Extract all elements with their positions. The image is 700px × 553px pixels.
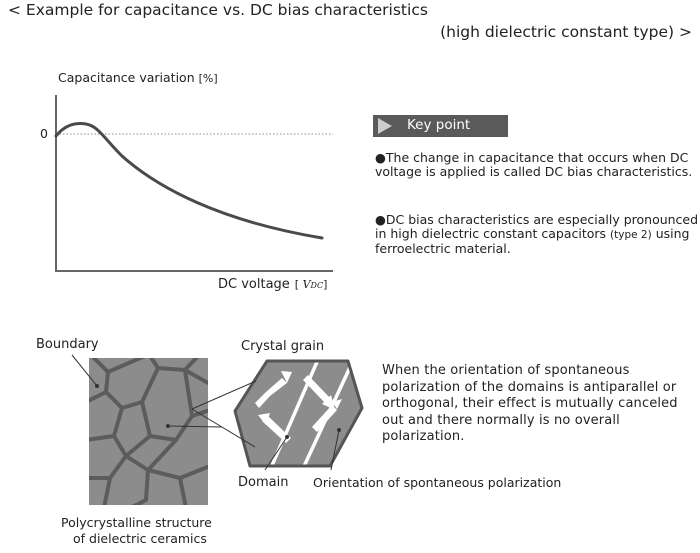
key-point-heading: Key point: [407, 117, 471, 133]
zero-tick-label: 0: [40, 126, 48, 141]
polarization-explanation: When the orientation of spontaneous pola…: [382, 363, 678, 444]
caption-line-2: of dielectric ceramics: [73, 531, 207, 546]
x-axis-unit: [ VDC]: [295, 278, 328, 291]
x-axis-label-text: DC voltage: [218, 277, 290, 292]
x-unit-variable: V: [302, 278, 311, 291]
crystal-leader: [167, 425, 223, 428]
domain-label: Domain: [238, 475, 289, 490]
y-axis-label: Capacitance variation[%]: [58, 70, 218, 85]
orientation-leader: [330, 429, 340, 471]
caption-line-1: Polycrystalline structure: [61, 515, 212, 530]
figure-title: < Example for capacitance vs. DC bias ch…: [8, 1, 428, 19]
polarization-arrows: [255, 371, 342, 443]
play-arrow-icon: [378, 118, 392, 134]
zoom-line-top: [191, 380, 257, 410]
domain-leader-dot: [285, 435, 289, 439]
key-point-banner: Key point: [373, 115, 508, 137]
key-point-2: ●DC bias characteristics are especially …: [375, 213, 700, 256]
x-unit-subscript: DC: [310, 281, 324, 290]
key-point-2-text-a: ●DC bias characteristics are especially …: [375, 212, 699, 241]
y-axis-label-text: Capacitance variation: [58, 70, 195, 85]
x-unit-close-bracket: ]: [323, 278, 328, 291]
orientation-leader-dot: [337, 428, 341, 432]
boundary-leader: [71, 354, 98, 387]
x-axis-label: DC voltage [ VDC]: [218, 277, 327, 292]
boundary-leader-dot: [95, 384, 99, 388]
figure-subtitle: (high dielectric constant type) >: [440, 23, 692, 41]
y-axis-unit: [%]: [198, 72, 218, 85]
crystal-leader-dot: [166, 424, 170, 428]
key-point-2-text-b: using ferroelectric material.: [375, 226, 690, 256]
boundary-label: Boundary: [36, 337, 99, 352]
orientation-label: Orientation of spontaneous polarization: [313, 475, 562, 490]
domain-leader: [264, 436, 288, 471]
crystal-grain-label: Crystal grain: [241, 339, 325, 354]
zoom-line-bottom: [191, 408, 256, 448]
key-point-1: ●The change in capacitance that occurs w…: [375, 150, 693, 179]
x-unit-open-bracket: [: [294, 278, 300, 291]
crystal-grain: [233, 359, 364, 468]
capacitance-curve: [54, 122, 324, 240]
key-point-2-type: (type 2): [610, 229, 652, 241]
polycrystalline-structure: [89, 358, 208, 505]
